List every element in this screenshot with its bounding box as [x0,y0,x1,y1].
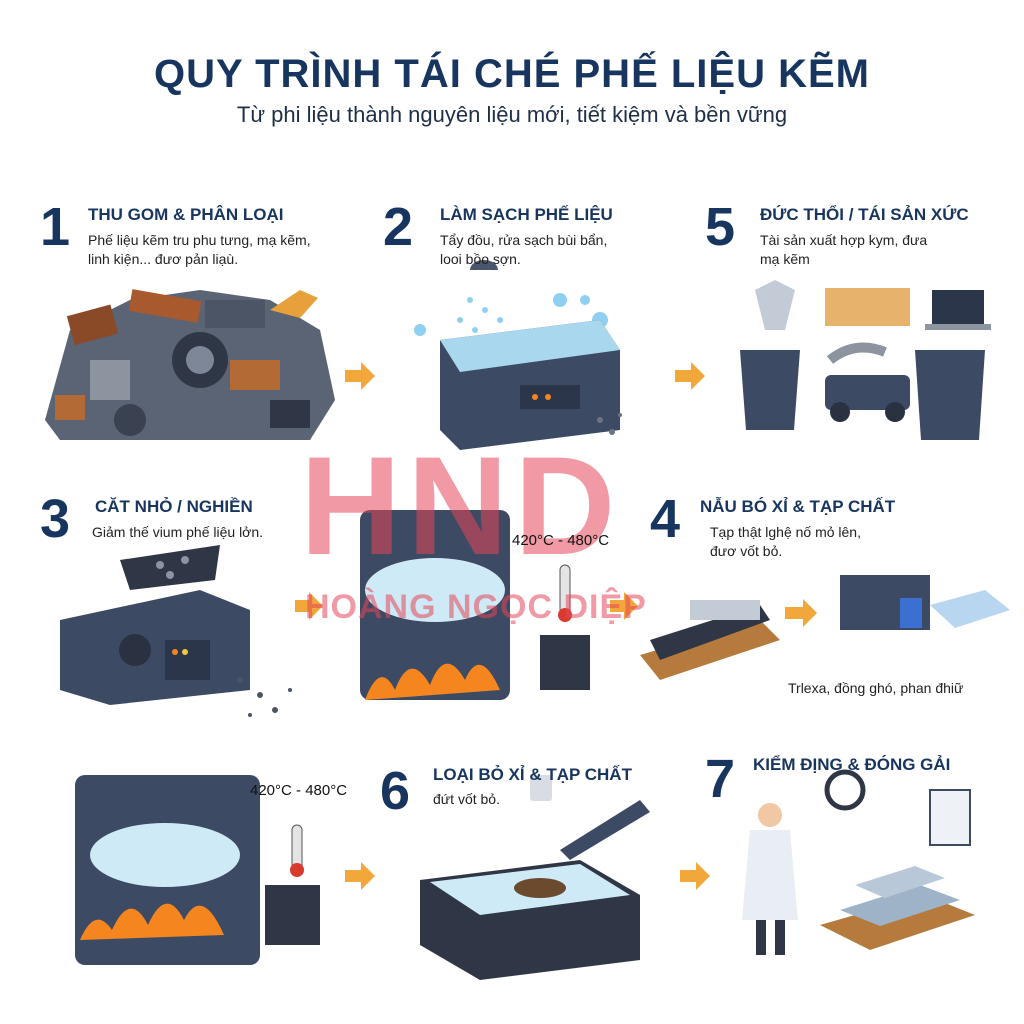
scrap-pile-icon [45,289,335,440]
page-title: QUY TRÌNH TÁI CHÉ PHẾ LIỆU KẼM [154,52,870,96]
step-title: NẪU BÓ XỈ & TẠP CHẤT [700,497,896,516]
step-number: 1 [40,197,71,257]
washing-tank-icon [414,260,622,450]
step-desc: Tài sản xuất hợp kym, đưa mạ kẽm [760,232,928,267]
arrow-icon [345,362,375,390]
melting-furnace-icon [360,510,590,700]
arrow-icon [345,862,375,890]
arrow-icon [680,862,710,890]
step-desc: Tẩy đồu, rửa sạch bùi bẩn, looi bồo sợn. [440,232,608,267]
step-number: 2 [383,197,414,257]
step-title: KIỂM ĐỊNG & ĐÓNG GẢI [753,755,951,774]
arrow-icon [295,592,323,620]
step-desc: đứt vốt bỏ. [433,791,500,807]
step-title: LOẠI BỎ XỈ & TẠP CHẤT [433,765,632,784]
arrow-icon [785,599,817,627]
ingot-stack-icon [820,866,975,950]
page-subtitle: Từ phi liệu thành nguyên liệu mới, tiết … [236,102,788,127]
arrow-icon [610,592,638,620]
step-number: 7 [705,749,736,809]
temperature-label: 420°C - 480°C [250,782,348,799]
inspector-icon [742,769,971,955]
step-title: CĂT NHỎ / NGHIỀN [95,497,253,516]
products-note: Trlexa, đồng ghó, phan đhiữ [788,680,964,696]
step-number: 5 [705,197,736,257]
casting-line-icon [640,575,1010,680]
step-desc: Phế liệu kẽm tru phu tưng, mạ kẽm, linh … [88,232,311,267]
step-title: LÀM SẠCH PHẾ LIỆU [440,205,613,224]
step-desc: Giảm thế vium phế liệu lởn. [92,524,264,540]
step-desc: Tạp thật lghệ nố mỏ lên, đươ vốt bỏ. [710,524,861,559]
step-title: ĐỨC THỔI / TÁI SẢN XỨC [760,205,969,224]
shredder-icon [60,545,292,717]
arrow-icon [675,362,705,390]
temperature-label: 420°C - 480°C [512,532,610,549]
skimming-tank-icon [420,775,650,980]
step-number: 3 [40,489,71,549]
step-number: 4 [650,489,681,549]
step-title: THU GOM & PHÂN LOẠI [88,205,284,224]
furnace-icon [75,775,320,965]
products-icon [740,280,991,440]
step-number: 6 [380,761,411,821]
